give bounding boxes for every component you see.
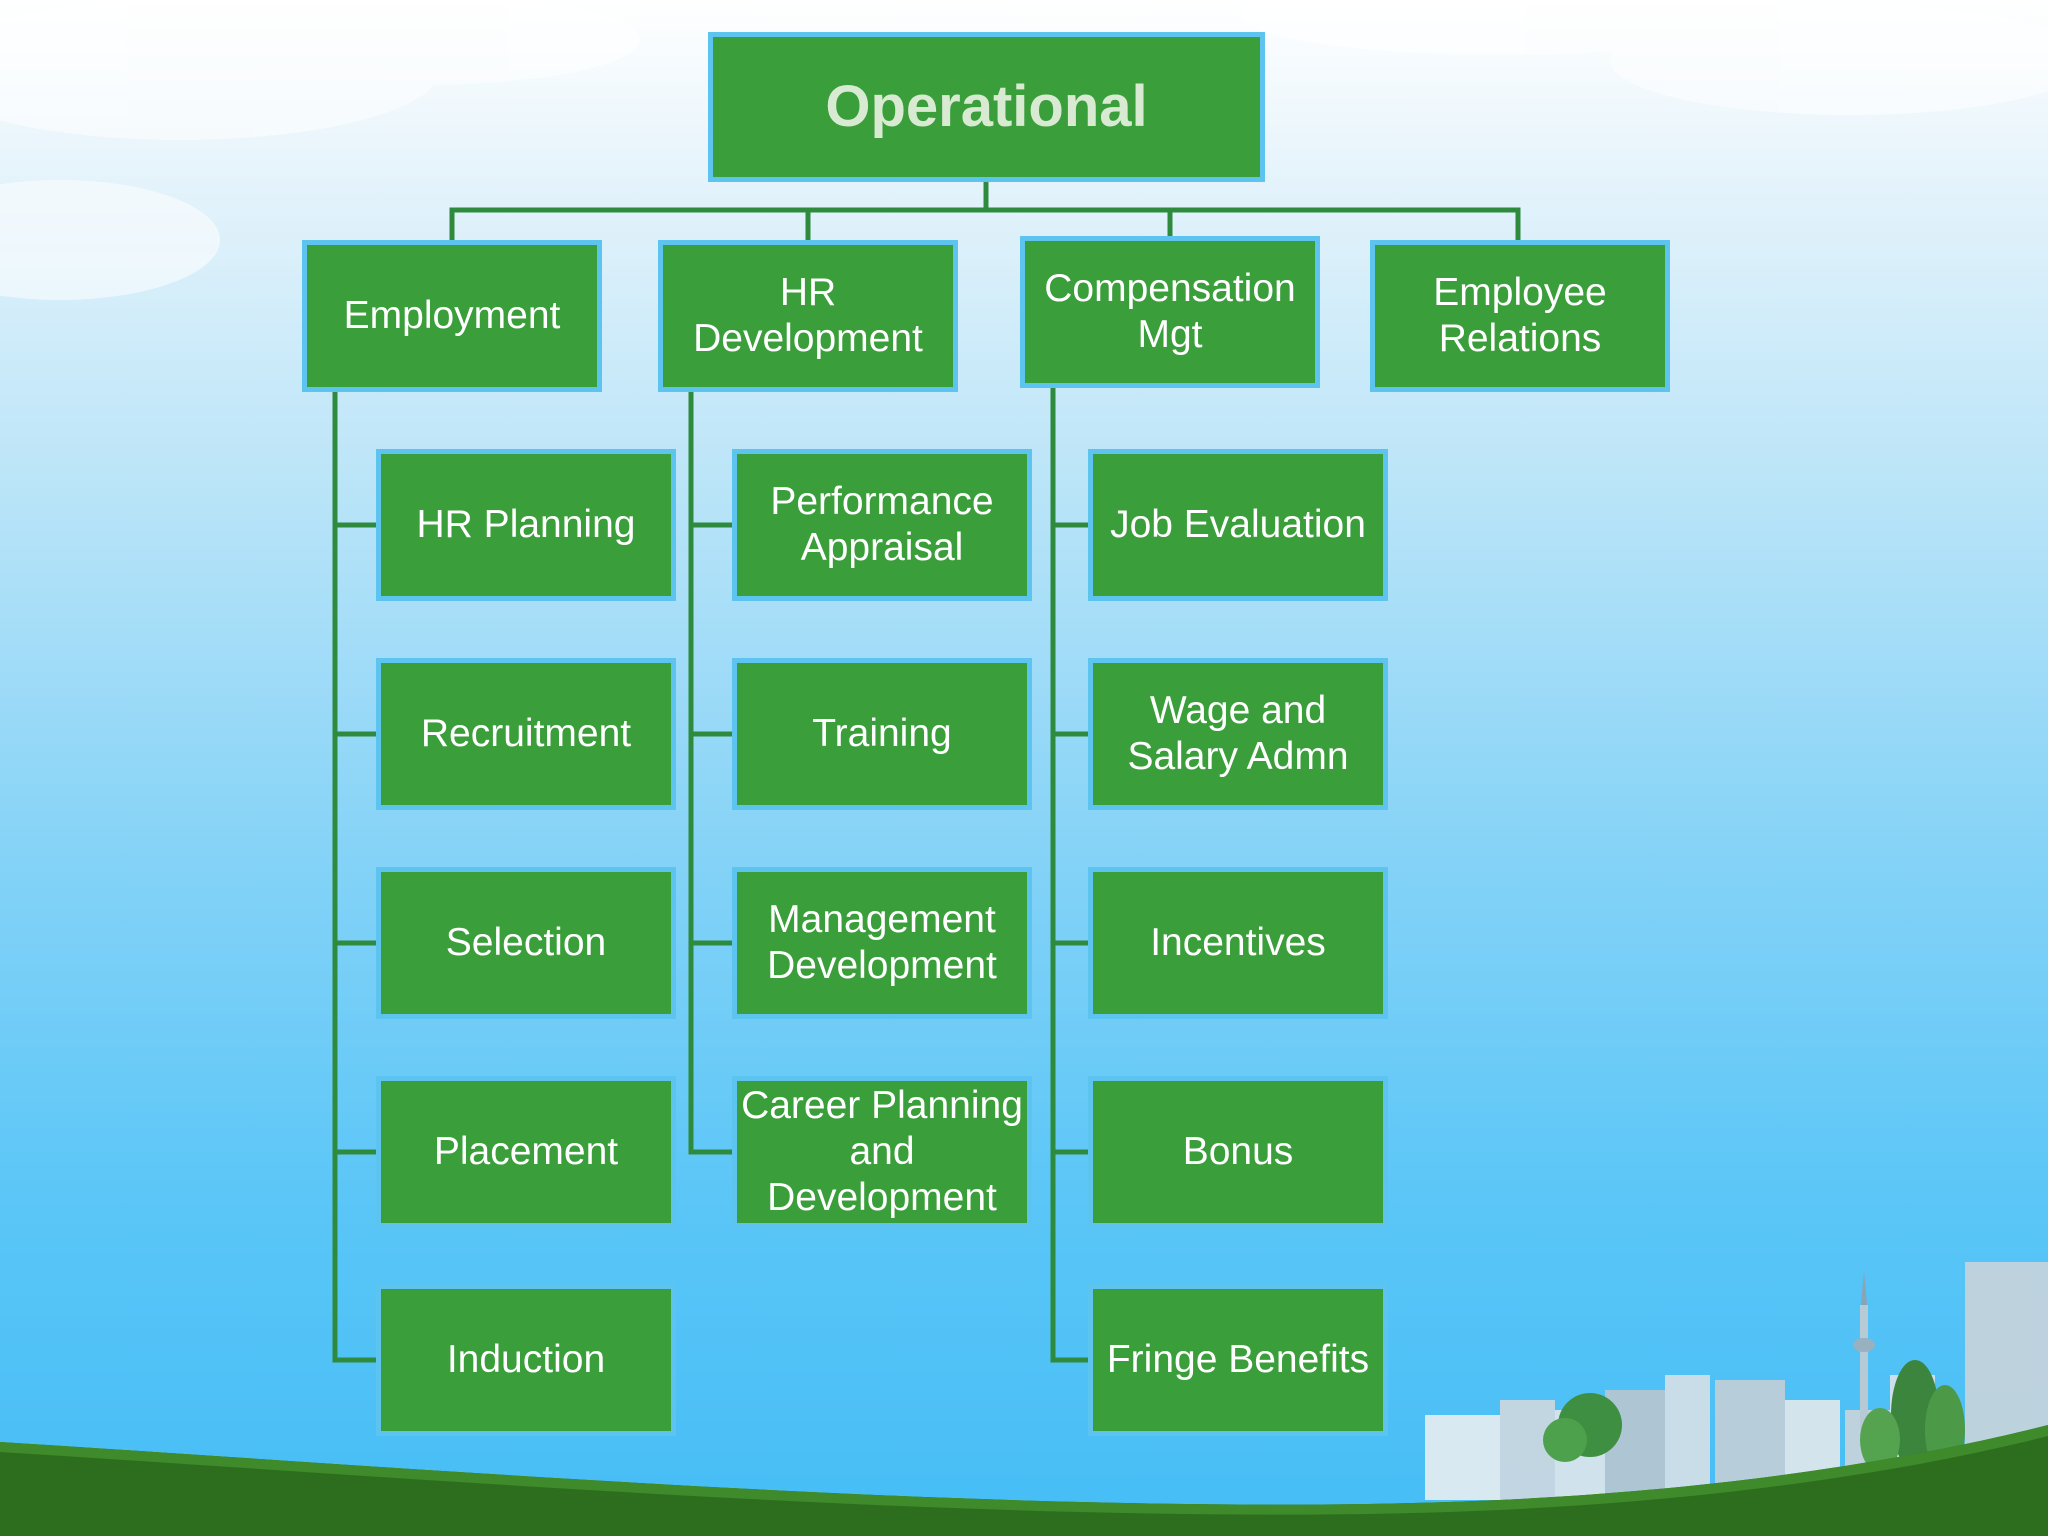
node-selection-label: Selection <box>445 921 607 964</box>
node-fringe-benefits: Fringe Benefits <box>1088 1284 1388 1436</box>
node-induction: Induction <box>376 1284 676 1436</box>
node-career-planning-and-development-label: Career Planning and Development <box>741 1084 1023 1219</box>
node-fringe-benefits-label: Fringe Benefits <box>1106 1338 1370 1381</box>
city-skyline-illustration <box>1425 1262 2048 1500</box>
node-incentives-label: Incentives <box>1150 921 1326 964</box>
node-operational-label: Operational <box>825 74 1148 139</box>
node-career-planning-and-development: Career Planning and Development <box>732 1076 1032 1228</box>
node-recruitment-label: Recruitment <box>420 712 632 755</box>
node-bonus-label: Bonus <box>1182 1130 1294 1173</box>
node-bonus: Bonus <box>1088 1076 1388 1228</box>
node-induction-label: Induction <box>446 1338 606 1381</box>
node-placement: Placement <box>376 1076 676 1228</box>
node-hr-planning: HR Planning <box>376 449 676 601</box>
node-management-development: Management Development <box>732 867 1032 1019</box>
node-hr-development-label: HR Development <box>693 271 923 360</box>
ground-hill <box>0 1425 2048 1536</box>
node-placement-label: Placement <box>433 1130 619 1173</box>
node-recruitment: Recruitment <box>376 658 676 810</box>
node-employment-label: Employment <box>343 294 561 337</box>
node-operational: Operational <box>708 32 1265 182</box>
node-performance-appraisal: Performance Appraisal <box>732 449 1032 601</box>
node-management-development-label: Management Development <box>767 898 997 987</box>
node-employment: Employment <box>302 240 602 392</box>
node-wage-and-salary-admn-label: Wage and Salary Admn <box>1127 689 1349 778</box>
node-wage-and-salary-admn: Wage and Salary Admn <box>1088 658 1388 810</box>
node-hr-planning-label: HR Planning <box>416 503 636 546</box>
clouds <box>0 0 2048 300</box>
node-training: Training <box>732 658 1032 810</box>
node-hr-development: HR Development <box>658 240 958 392</box>
node-training-label: Training <box>812 712 952 755</box>
node-incentives: Incentives <box>1088 867 1388 1019</box>
ground-highlight <box>0 1425 2048 1515</box>
node-job-evaluation: Job Evaluation <box>1088 449 1388 601</box>
node-employee-relations-label: Employee Relations <box>1433 271 1607 360</box>
node-compensation-mgt-label: Compensation Mgt <box>1044 267 1296 356</box>
node-performance-appraisal-label: Performance Appraisal <box>770 480 994 569</box>
node-compensation-mgt: Compensation Mgt <box>1020 236 1320 388</box>
node-job-evaluation-label: Job Evaluation <box>1110 503 1366 546</box>
node-selection: Selection <box>376 867 676 1019</box>
node-employee-relations: Employee Relations <box>1370 240 1670 392</box>
